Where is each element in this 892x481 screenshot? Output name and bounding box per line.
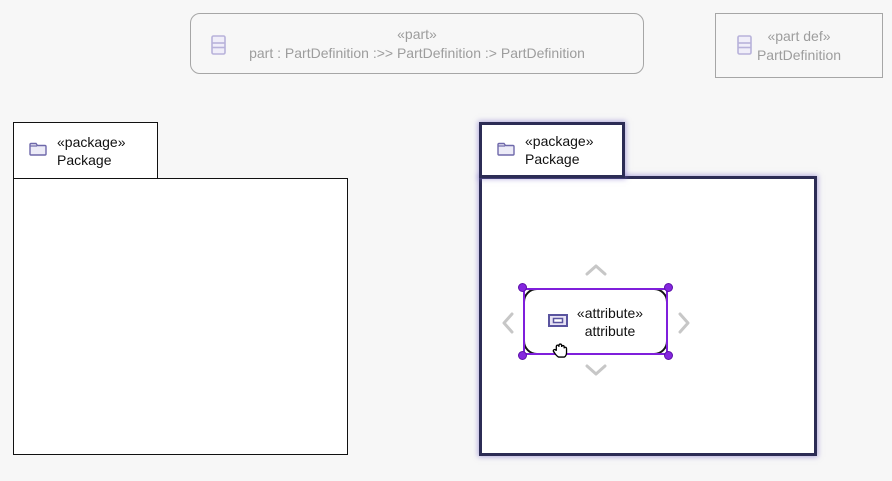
package-left-tab[interactable]: «package» Package [13,122,158,179]
attribute-icon [547,313,568,331]
package-name: Package [525,151,580,167]
arrow-left-icon[interactable] [502,312,514,339]
attribute-stereotype: «attribute» [576,304,644,321]
package-right-tab[interactable]: «package» Package [479,122,625,178]
attribute-name: attribute [584,322,636,339]
folder-icon [29,141,47,160]
package-name: Package [57,151,112,168]
resize-handle-top-left[interactable] [518,283,527,292]
resize-handle-bottom-left[interactable] [518,351,527,360]
folder-icon [497,141,515,160]
arrow-right-icon[interactable] [678,312,690,339]
part-icon [211,35,226,60]
selection-rectangle [523,288,668,355]
arrow-down-icon[interactable] [585,363,607,381]
resize-handle-top-right[interactable] [664,283,673,292]
package-stereotype: «package» [525,133,594,149]
attribute-node-selection: «attribute» attribute [502,264,690,376]
grab-hand-cursor-icon [550,340,571,366]
part-def-stereotype: «part def» [767,27,831,44]
package-left-body[interactable] [13,178,348,455]
part-def-label: PartDefinition [756,46,842,63]
part-stereotype: «part» [397,25,437,42]
part-label: part : PartDefinition :>> PartDefinition… [249,44,585,61]
part-def-icon [737,35,752,60]
resize-handle-bottom-right[interactable] [664,351,673,360]
ghost-part-definition-node[interactable]: «part def» PartDefinition [715,13,883,78]
package-stereotype: «package» [57,133,126,150]
ghost-part-usage-node[interactable]: «part» part : PartDefinition :>> PartDef… [190,13,644,74]
arrow-up-icon[interactable] [585,263,607,281]
